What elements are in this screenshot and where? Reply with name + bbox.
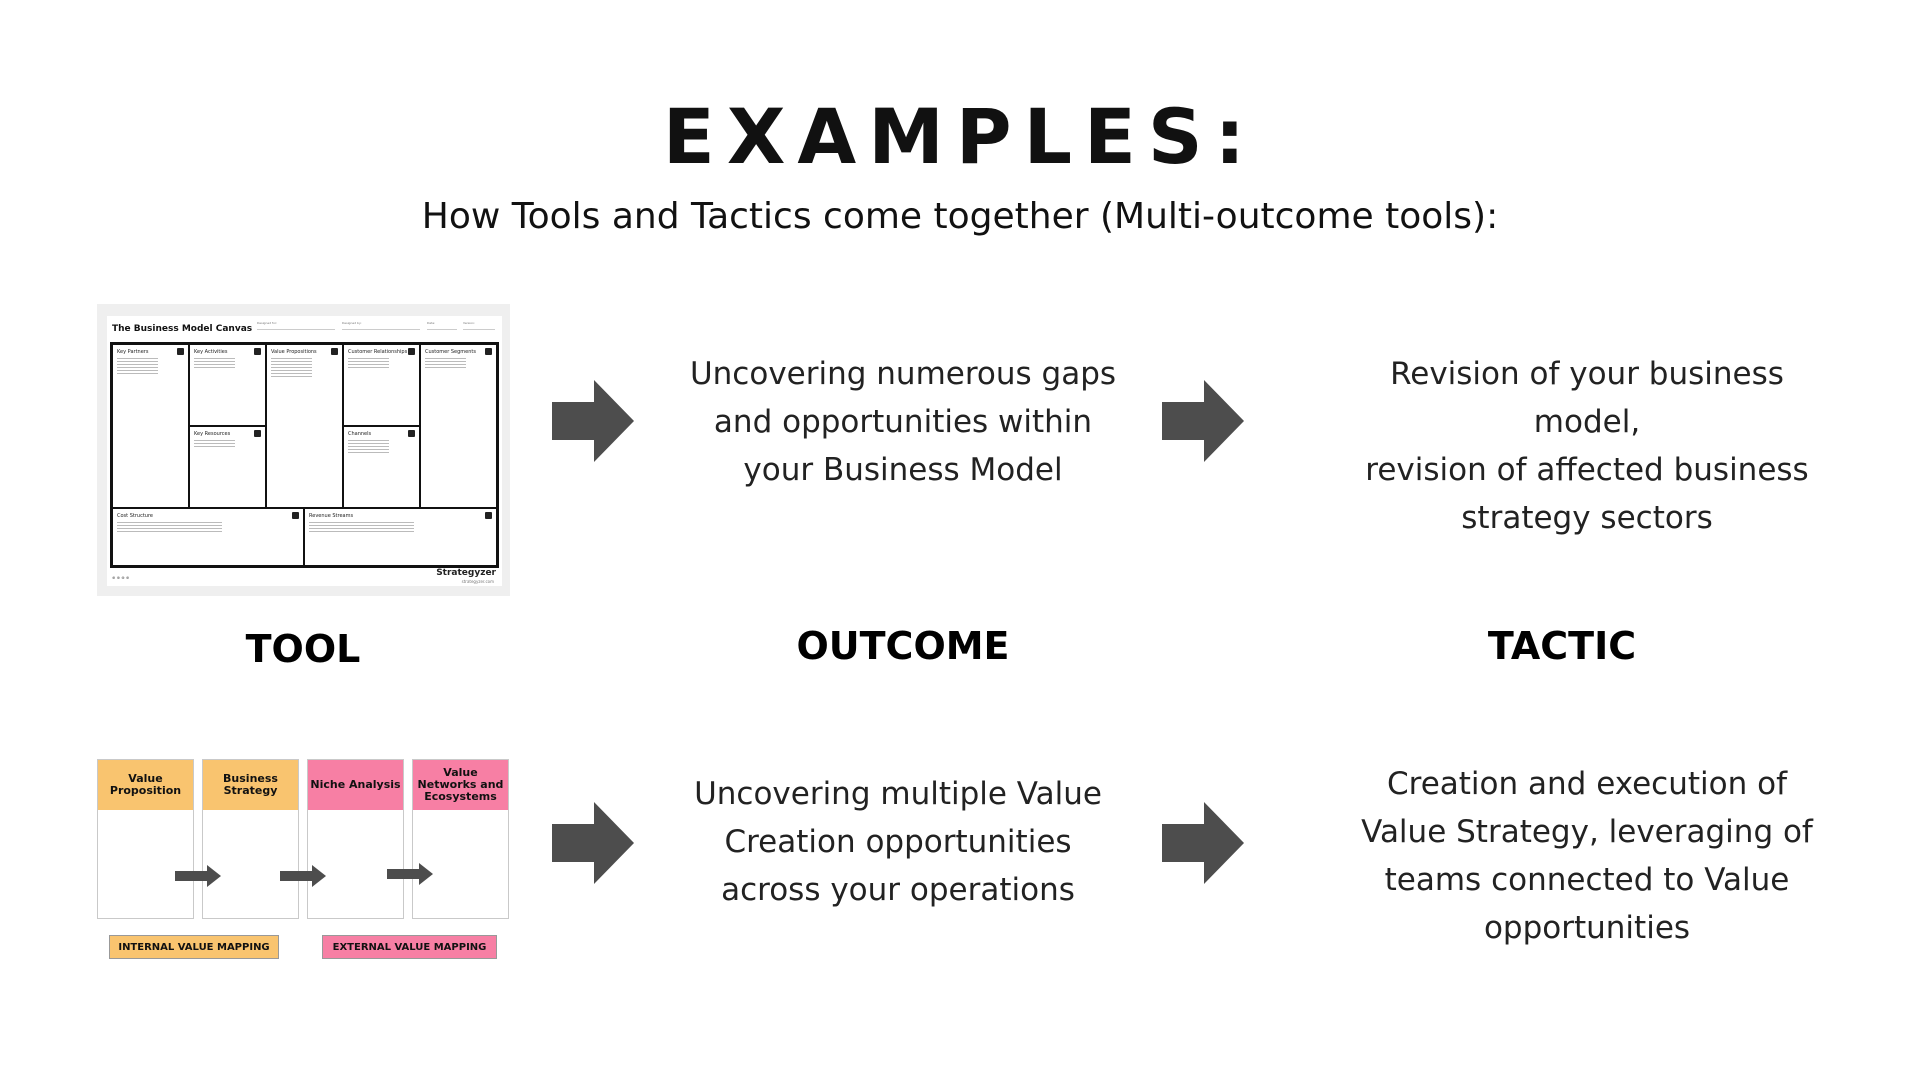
internal-value-mapping-tag: INTERNAL VALUE MAPPING <box>109 935 279 959</box>
bmc-header-field: Designed by: <box>342 321 420 330</box>
bmc-cell-customer-relationships: Customer Relationships <box>343 344 420 426</box>
bmc-cell-value-propositions: Value Propositions <box>266 344 343 508</box>
strategyzer-logo: Strategyzer <box>436 568 496 578</box>
bmc-cell-key-activities: Key Activities <box>189 344 266 426</box>
cell-label: Customer Segments <box>425 349 476 355</box>
column-heading-tactic: TACTIC <box>1487 624 1637 668</box>
value-mapping-header: Business Strategy <box>203 760 298 810</box>
tag-icon <box>292 512 299 519</box>
bmc-cell-revenue-streams: Revenue Streams <box>304 508 497 566</box>
factory-icon <box>254 430 261 437</box>
bmc-title: The Business Model Canvas <box>112 324 253 334</box>
outcome-line: across your operations <box>721 872 1075 908</box>
cell-label: Cost Structure <box>117 513 153 519</box>
external-value-mapping-tag: EXTERNAL VALUE MAPPING <box>322 935 497 959</box>
row2-outcome-text: Uncovering multiple Value Creation oppor… <box>648 770 1148 914</box>
cell-label: Key Resources <box>194 431 231 437</box>
bmc-cell-channels: Channels <box>343 426 420 508</box>
right-arrow-icon <box>280 865 326 887</box>
right-arrow-icon <box>1162 802 1244 884</box>
value-mapping-header: Value Networks and Ecosystems <box>413 760 508 810</box>
cell-label: Channels <box>348 431 372 437</box>
bmc-license-icons: ⊕ ⊕ ⊕ ⊕ <box>112 575 130 580</box>
bmc-cell-customer-segments: Customer Segments <box>420 344 497 508</box>
column-heading-outcome: OUTCOME <box>796 624 1010 668</box>
value-mapping-column: Value Proposition <box>97 759 194 919</box>
link-icon <box>177 348 184 355</box>
cell-label: Value Propositions <box>271 349 317 355</box>
outcome-line: your Business Model <box>743 452 1063 488</box>
value-mapping-header: Value Proposition <box>98 760 193 810</box>
tactic-line: strategy sectors <box>1461 500 1713 536</box>
bmc-cell-cost-structure: Cost Structure <box>112 508 304 566</box>
cell-label: Key Activities <box>194 349 228 355</box>
business-model-canvas-image: The Business Model Canvas Designed for: … <box>97 304 510 596</box>
money-bag-icon <box>485 512 492 519</box>
outcome-line: Creation opportunities <box>724 824 1072 860</box>
outcome-line: and opportunities within <box>713 404 1093 440</box>
users-icon <box>485 348 492 355</box>
checkbox-icon <box>254 348 261 355</box>
bmc-header-field: Version: <box>463 321 495 330</box>
right-arrow-icon <box>1162 380 1244 462</box>
tactic-line: revision of affected business <box>1365 452 1809 488</box>
outcome-line: Uncovering numerous gaps <box>689 356 1117 392</box>
tactic-line: teams connected to Value <box>1384 862 1790 898</box>
tactic-line: Creation and execution of <box>1387 766 1787 802</box>
bmc-grid: Key Partners Key Activities Key Resource… <box>110 342 499 568</box>
bmc-cell-key-partners: Key Partners <box>112 344 189 508</box>
slide-subtitle: How Tools and Tactics come together (Mul… <box>421 196 1499 237</box>
outcome-line: Uncovering multiple Value <box>694 776 1102 812</box>
bmc-header-field: Date: <box>427 321 457 330</box>
tactic-line: opportunities <box>1483 910 1691 946</box>
slide-title: EXAMPLES: <box>662 92 1258 181</box>
column-heading-tool: TOOL <box>245 627 361 671</box>
right-arrow-icon <box>552 380 634 462</box>
cell-label: Key Partners <box>117 349 149 355</box>
bmc-header-field: Designed for: <box>257 321 335 330</box>
row2-tactic-text: Creation and execution of Value Strategy… <box>1337 760 1837 952</box>
value-mapping-header: Niche Analysis <box>308 760 403 810</box>
heart-icon <box>408 348 415 355</box>
right-arrow-icon <box>175 865 221 887</box>
cell-label: Customer Relationships <box>348 349 408 355</box>
value-mapping-column: Business Strategy <box>202 759 299 919</box>
value-mapping-column: Niche Analysis <box>307 759 404 919</box>
row1-tactic-text: Revision of your business model, revisio… <box>1337 350 1837 542</box>
gift-icon <box>331 348 338 355</box>
truck-icon <box>408 430 415 437</box>
bmc-cell-key-resources: Key Resources <box>189 426 266 508</box>
right-arrow-icon <box>552 802 634 884</box>
strategyzer-site: strategyzer.com <box>461 579 494 584</box>
value-mapping-column: Value Networks and Ecosystems <box>412 759 509 919</box>
tactic-line: Revision of your business model, <box>1390 356 1784 440</box>
cell-label: Revenue Streams <box>309 513 354 519</box>
row1-outcome-text: Uncovering numerous gaps and opportuniti… <box>653 350 1153 494</box>
right-arrow-icon <box>387 863 433 885</box>
tactic-line: Value Strategy, leveraging of <box>1361 814 1813 850</box>
